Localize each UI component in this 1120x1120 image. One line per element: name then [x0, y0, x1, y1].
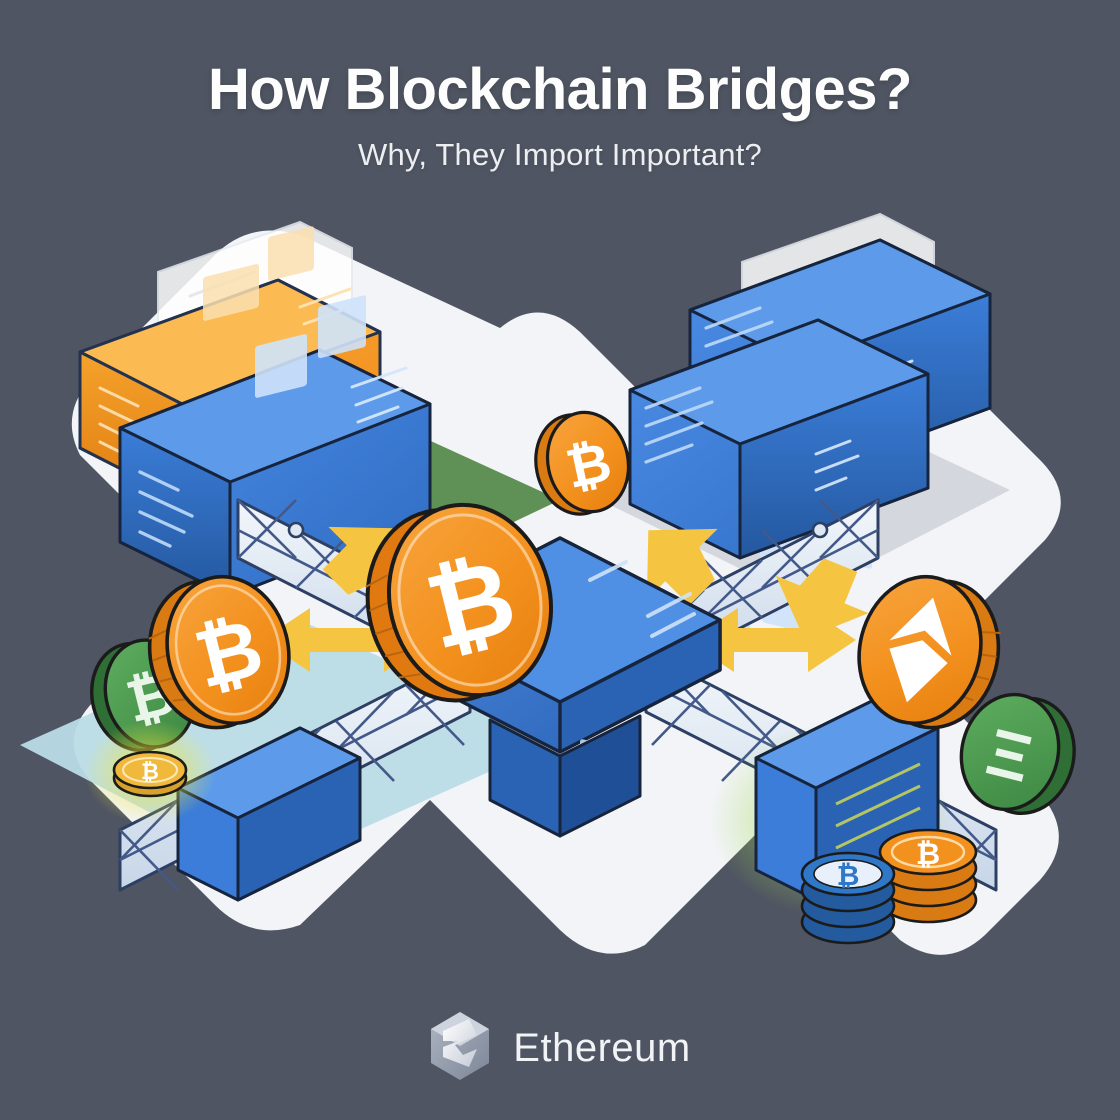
- left-gold-bitcoin-coin-flat[interactable]: ₿: [84, 720, 216, 824]
- left-bitcoin-coin[interactable]: ₿: [134, 564, 304, 741]
- blue-coin-stack[interactable]: ₿: [800, 851, 896, 945]
- page-title: How Blockchain Bridges?: [208, 57, 912, 122]
- illustration-stage: ₿ ₿ ₿: [0, 200, 1120, 1000]
- header: How Blockchain Bridges? Why, They Import…: [0, 57, 1120, 173]
- bitcoin-symbol-glyph: ₿: [916, 838, 940, 871]
- bitcoin-symbol-glyph: ₿: [141, 759, 159, 784]
- blue-ledger-slab-right-front[interactable]: [628, 318, 930, 643]
- ethereum-logo-icon: [429, 1011, 491, 1086]
- right-green-ether-coin[interactable]: Ξ: [949, 684, 1086, 824]
- footer: Ethereum: [0, 1011, 1120, 1086]
- top-bitcoin-coin[interactable]: ₿: [527, 405, 638, 522]
- page-subtitle: Why, They Import Important?: [358, 136, 762, 172]
- ethereum-diamond-glyph: [889, 597, 952, 703]
- right-ethereum-coin[interactable]: [844, 564, 1014, 741]
- bitcoin-symbol-glyph: ₿: [837, 860, 860, 891]
- brand-name: Ethereum: [513, 1026, 691, 1070]
- arrow-down-right: [775, 558, 869, 639]
- arrow-up-right: [646, 528, 718, 606]
- center-bitcoin-coin[interactable]: ₿: [348, 487, 571, 717]
- bridge-anchor-block-left[interactable]: [176, 726, 362, 902]
